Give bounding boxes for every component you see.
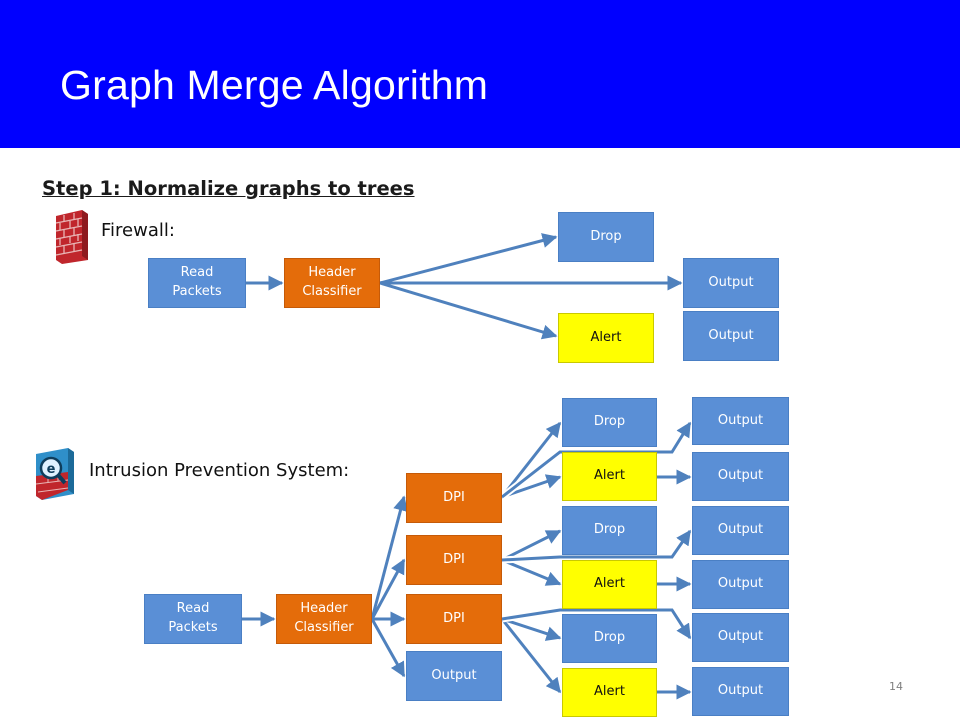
title-bar [0,0,960,148]
ips-node-output-5: Output [692,613,789,662]
ips-node-dpi-3: DPI [406,594,502,644]
fw-node-read-packets: Read Packets [148,258,246,308]
ips-node-drop-2-label: Drop [593,522,626,538]
ips-node-drop-3: Drop [562,614,657,663]
ips-node-output-3-label: Output [717,522,764,538]
ips-node-output-4: Output [692,560,789,609]
edge-ips-classifier-dpi2 [370,558,406,620]
ips-node-alert-3-label: Alert [594,684,625,700]
ips-node-drop-1: Drop [562,398,657,447]
ips-node-output-1: Output [692,397,789,445]
fw-node-alert: Alert [558,313,654,363]
edge-dpi3-output5 [501,608,692,640]
ips-node-header-classifier-label: Header Classifier [294,601,354,635]
edge-dpi2-alert2 [501,558,562,586]
fw-node-header-classifier: Header Classifier [284,258,380,308]
step-heading: Step 1: Normalize graphs to trees [42,177,415,200]
fw-node-output-top: Output [683,258,779,308]
edge-fw-classifier-drop [379,233,558,285]
ips-node-drop-2: Drop [562,506,657,555]
svg-text:e: e [47,462,56,477]
ips-node-output-6: Output [692,667,789,716]
ips-node-output-2-label: Output [717,468,764,484]
fw-node-drop: Drop [558,212,654,262]
fw-node-output-bottom: Output [683,311,779,361]
edge-dpi3-drop3 [501,617,562,641]
ips-node-alert-1-label: Alert [594,468,625,484]
slide-title: Graph Merge Algorithm [60,62,489,108]
ips-node-alert-3: Alert [562,668,657,717]
ips-node-output-main-label: Output [431,667,477,683]
ips-node-dpi-2-label: DPI [443,551,465,567]
edge-dpi3-alert3 [500,618,562,694]
ips-node-header-classifier: Header Classifier [276,594,372,644]
ips-node-output-5-label: Output [717,629,764,645]
ips-node-output-6-label: Output [717,683,764,699]
ips-node-alert-2-label: Alert [594,576,625,592]
edge-fw-classifier-alert [379,281,558,340]
edge-dpi1-drop1 [500,421,562,498]
fw-node-header-classifier-label: Header Classifier [302,265,362,299]
page-number: 14 [889,680,903,693]
ips-node-drop-1-label: Drop [593,414,626,430]
firewall-brick-icon [52,208,92,264]
ips-node-dpi-2: DPI [406,535,502,585]
edge-dpi2-output3 [501,529,692,562]
edge-ips-classifier-output [370,618,406,678]
ips-node-output-main: Output [406,651,502,701]
firewall-label: Firewall: [101,220,175,241]
ips-node-read-packets: Read Packets [144,594,242,644]
ips-node-dpi-3-label: DPI [443,610,465,626]
fw-node-drop-label: Drop [590,228,622,244]
ips-label: Intrusion Prevention System: [89,460,350,481]
ips-node-alert-1: Alert [562,452,657,501]
ips-node-drop-3-label: Drop [593,630,626,646]
ips-node-dpi-1: DPI [406,473,502,523]
ips-magnifier-icon: e [34,446,76,502]
edge-ips-classifier-dpi1 [370,495,408,620]
ips-node-dpi-1-label: DPI [443,489,465,505]
ips-node-output-1-label: Output [717,412,764,428]
ips-node-output-4-label: Output [717,576,764,592]
ips-node-output-2: Output [692,452,789,501]
fw-node-output-top-label: Output [708,274,754,290]
fw-node-output-bottom-label: Output [708,327,754,343]
fw-node-read-packets-label: Read Packets [172,265,222,299]
fw-node-alert-label: Alert [590,329,622,345]
ips-node-output-3: Output [692,506,789,555]
ips-node-read-packets-label: Read Packets [168,601,218,635]
ips-node-alert-2: Alert [562,560,657,609]
edge-dpi2-drop2 [501,529,562,562]
